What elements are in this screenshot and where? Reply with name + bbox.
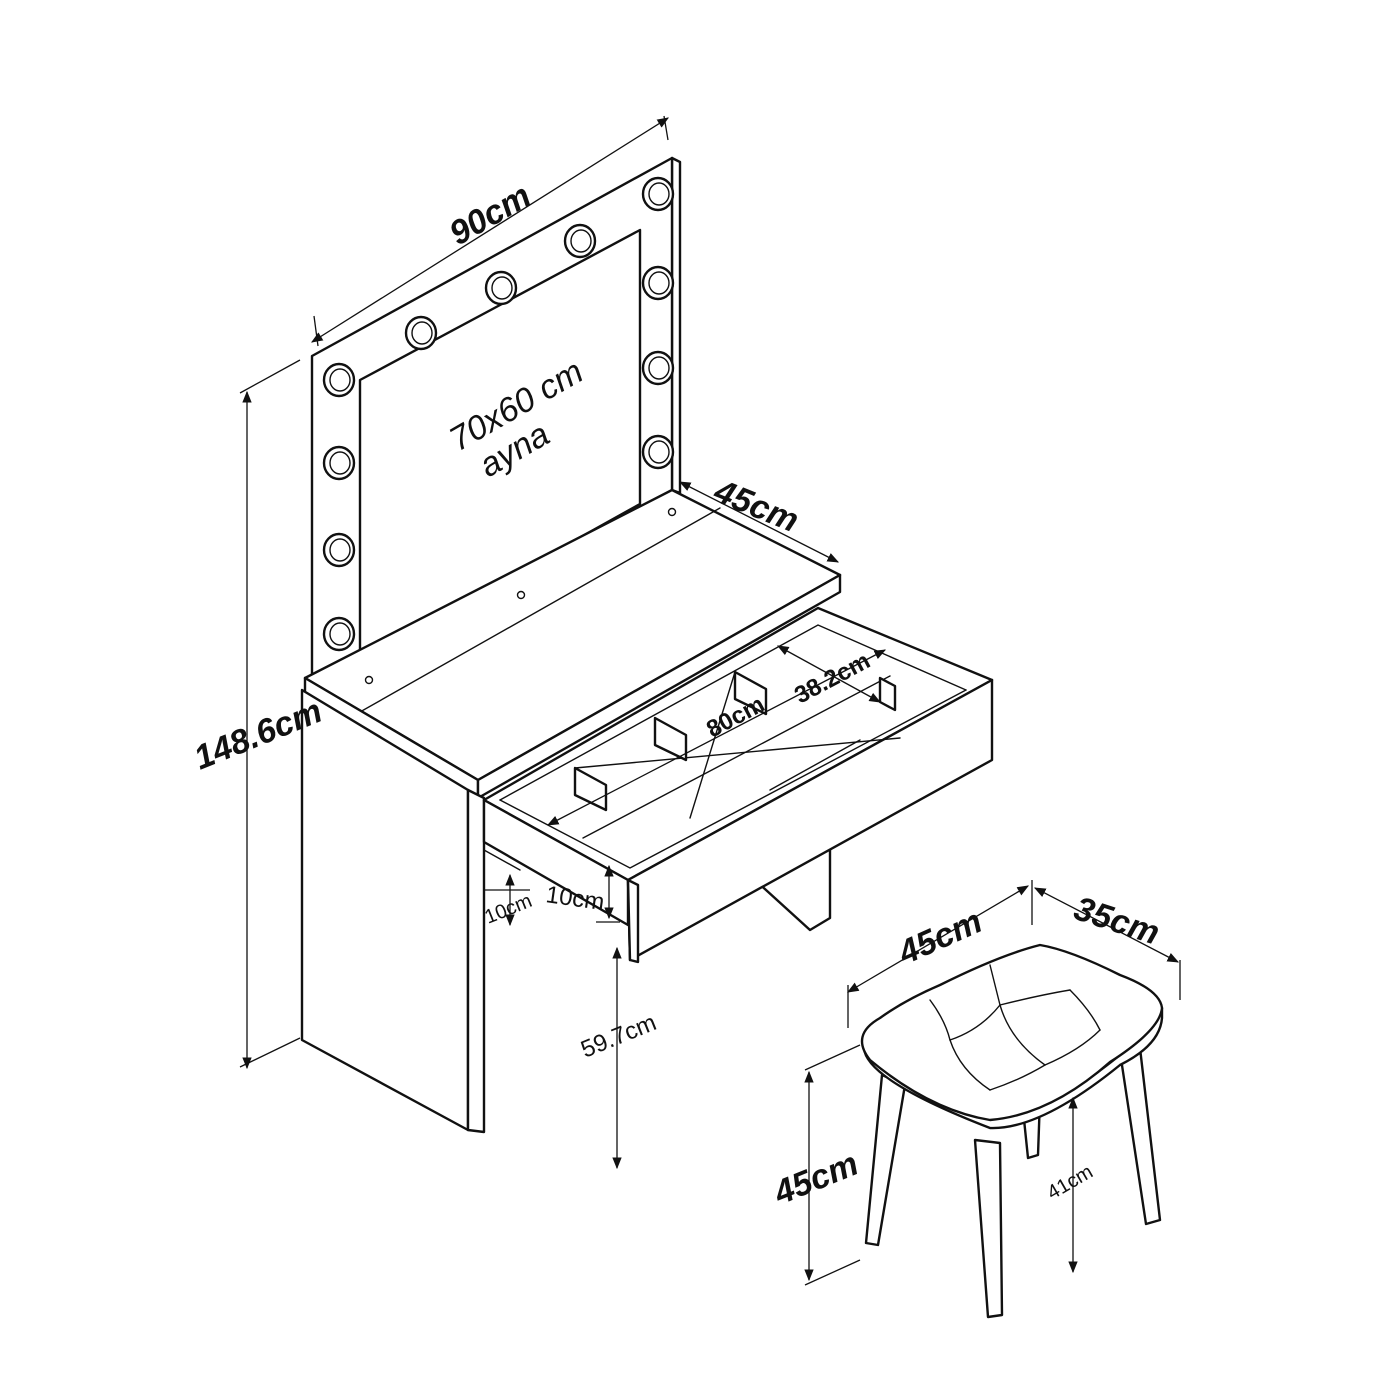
- light-bulb: [641, 350, 675, 386]
- light-bulb: [563, 223, 597, 259]
- light-bulb: [641, 434, 675, 470]
- mounting-hole: [364, 675, 374, 685]
- label-knee-clearance: 59.7cm: [577, 1009, 660, 1064]
- label-stool-leg-height: 41cm: [1044, 1161, 1097, 1205]
- label-drawer-height-left: 10cm: [482, 890, 536, 929]
- mounting-hole: [667, 507, 677, 517]
- mounting-hole: [516, 590, 526, 600]
- stool-leg: [1118, 1046, 1162, 1226]
- light-bulb: [322, 362, 356, 398]
- stool-leg: [973, 1138, 1004, 1319]
- light-bulb: [641, 176, 675, 212]
- light-bulb: [404, 315, 438, 351]
- dimension-lines: [239, 115, 1181, 1286]
- label-stool-depth: 35cm: [1070, 889, 1164, 952]
- label-stool-height: 45cm: [768, 1145, 864, 1213]
- stool-leg: [864, 1073, 907, 1247]
- light-bulb: [322, 616, 356, 652]
- light-bulb: [322, 445, 356, 481]
- light-bulb: [641, 265, 675, 301]
- light-bulb: [484, 270, 518, 306]
- light-bulb: [322, 532, 356, 568]
- label-stool-width: 45cm: [892, 902, 988, 972]
- stool: [860, 943, 1164, 1319]
